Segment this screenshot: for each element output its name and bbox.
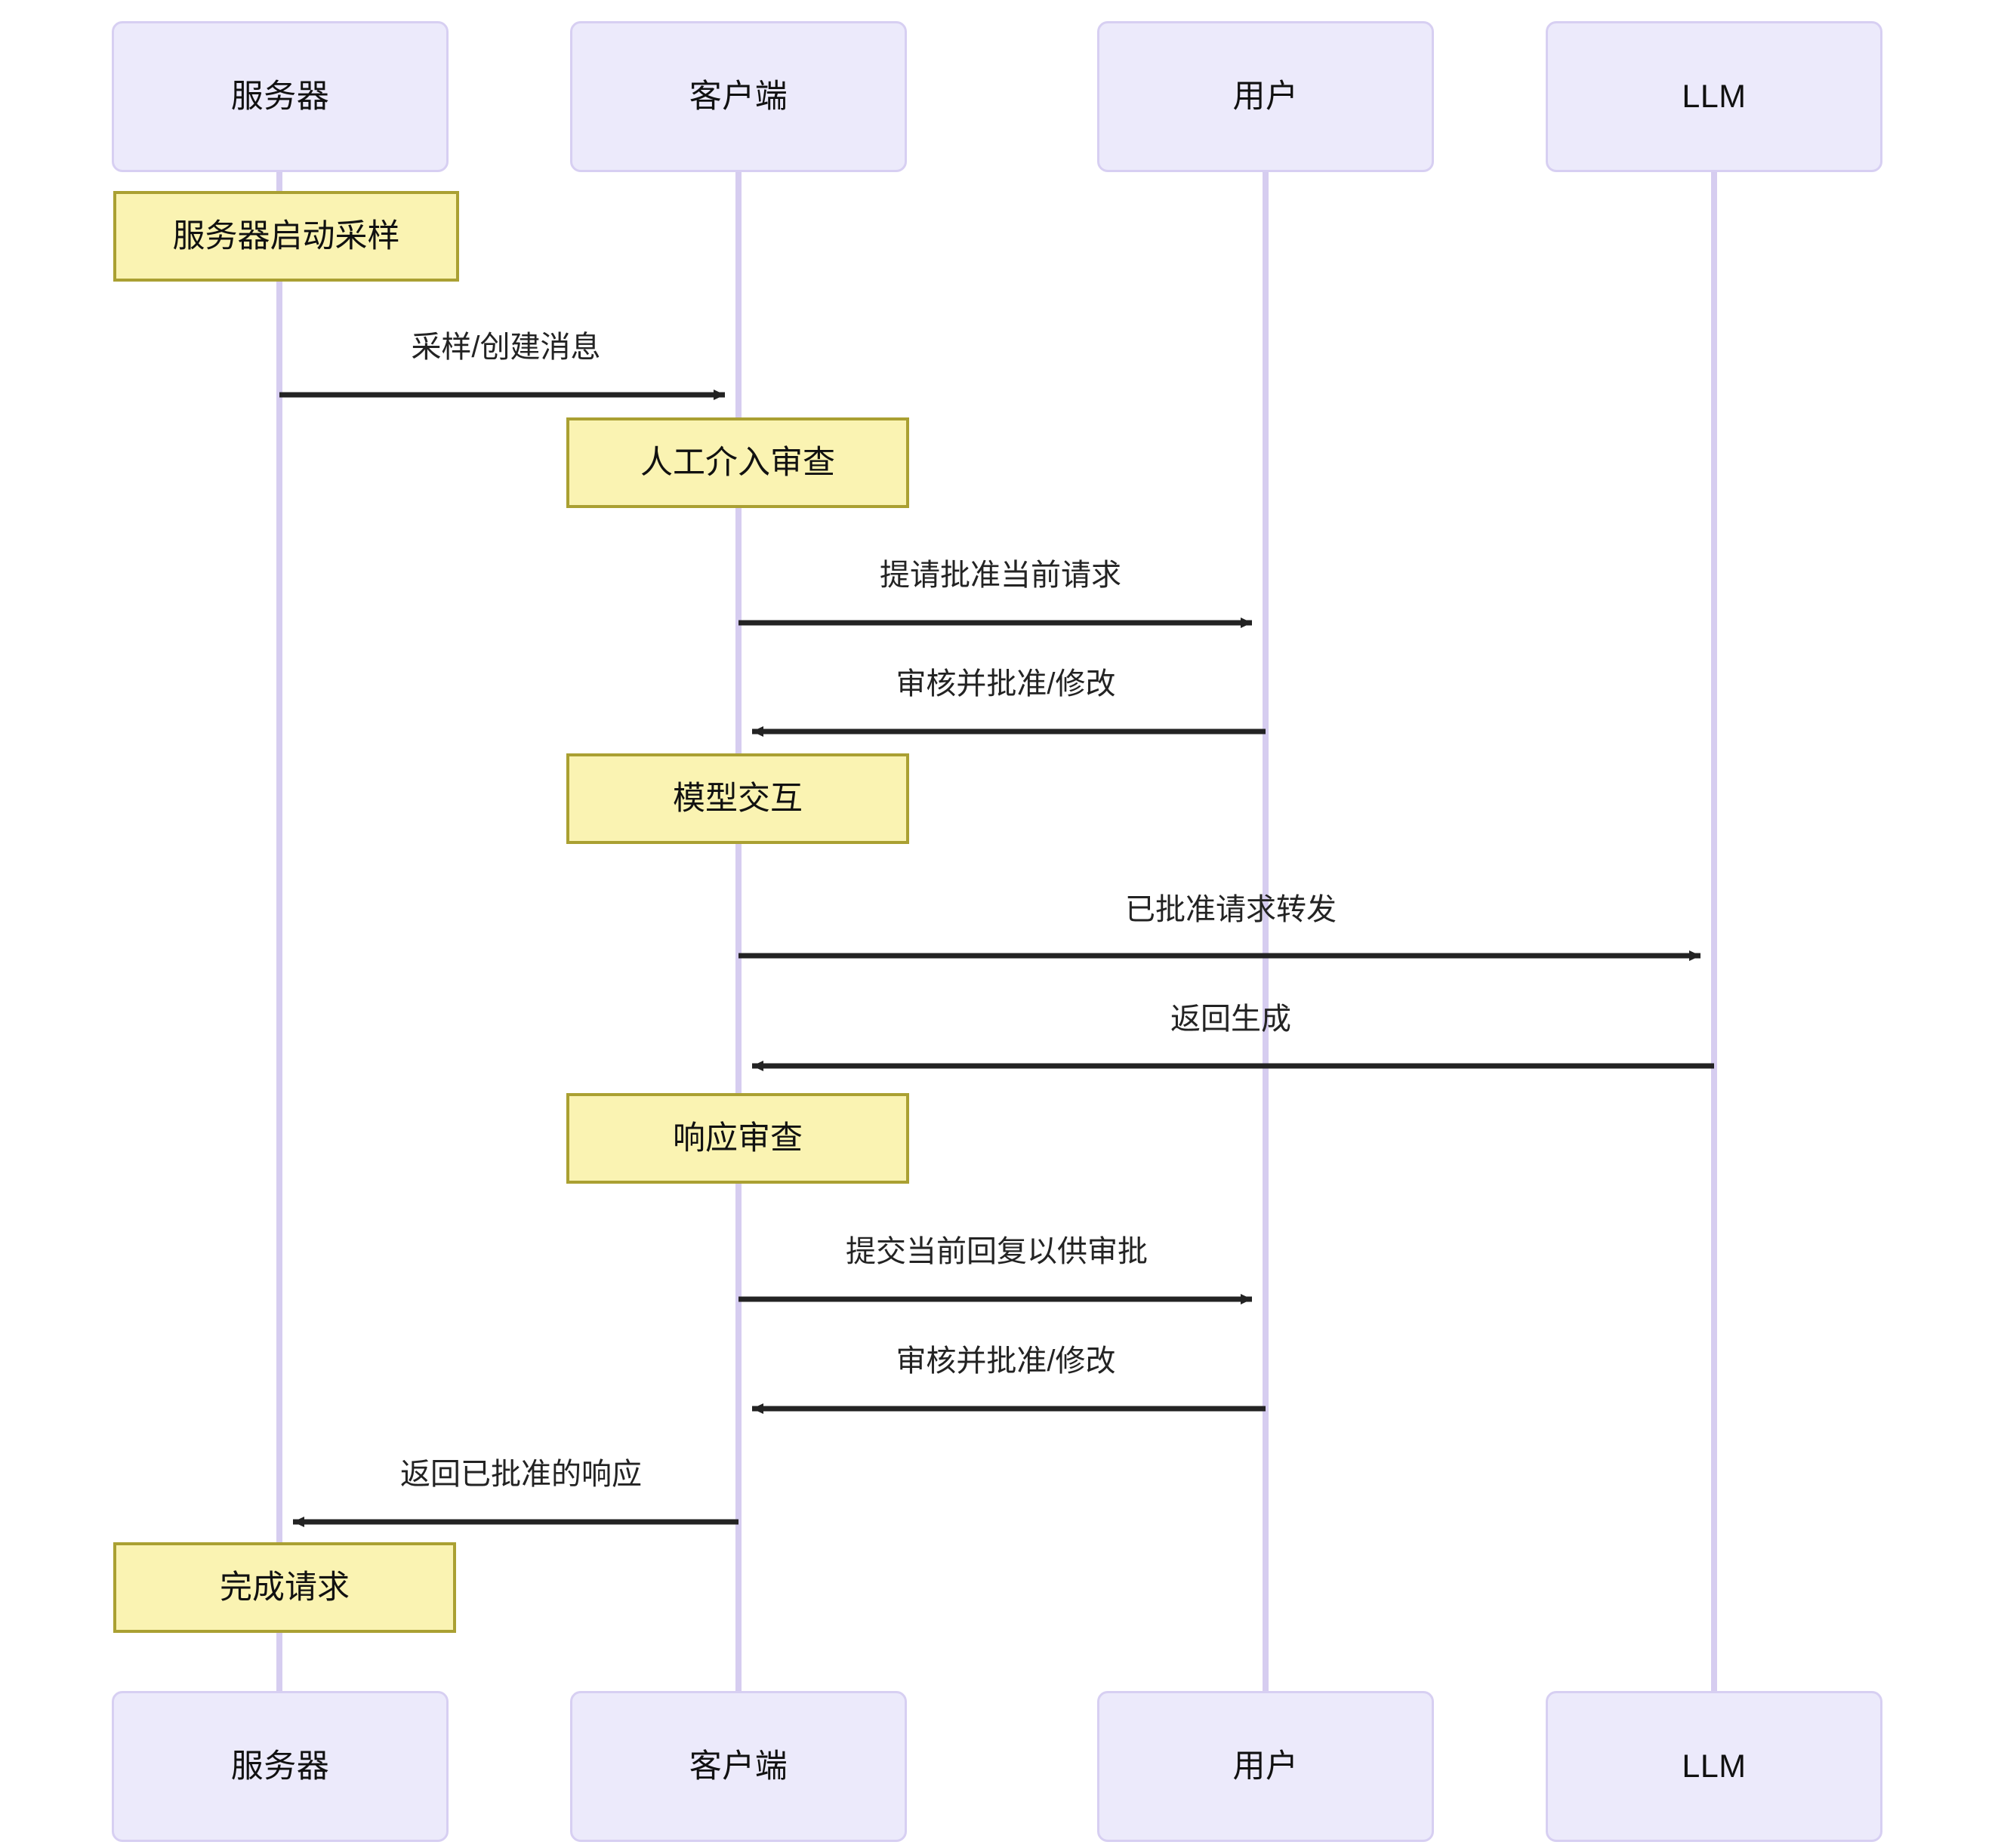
participant-client-top[interactable]: 客户端 [570, 21, 907, 172]
message-label-msg-6: 提交当前回复以供审批 [846, 1235, 1148, 1268]
participant-user-bottom[interactable]: 用户 [1097, 1691, 1434, 1842]
message-label-msg-2: 提请批准当前请求 [880, 559, 1121, 592]
participant-label: 服务器 [230, 78, 330, 115]
participant-label: 用户 [1232, 78, 1299, 115]
participant-label: 客户端 [689, 1748, 788, 1785]
participant-label: 用户 [1232, 1748, 1299, 1785]
message-label-msg-3: 审核并批准/修改 [896, 667, 1116, 701]
message-label-msg-5: 返回生成 [1170, 1003, 1291, 1036]
participant-label: LLM [1682, 1748, 1747, 1785]
participant-label: 客户端 [689, 78, 788, 115]
note-label: 人工介入审查 [640, 444, 835, 481]
note-model-interaction[interactable]: 模型交互 [566, 753, 909, 844]
note-complete-request[interactable]: 完成请求 [113, 1542, 456, 1633]
participant-server-top[interactable]: 服务器 [112, 21, 449, 172]
note-label: 模型交互 [673, 780, 803, 817]
message-label-msg-8: 返回已批准的响应 [400, 1458, 642, 1491]
participant-llm-bottom[interactable]: LLM [1546, 1691, 1882, 1842]
note-server-start[interactable]: 服务器启动采样 [113, 191, 459, 282]
participant-label: LLM [1682, 78, 1747, 115]
note-label: 服务器启动采样 [172, 217, 400, 254]
participant-llm-top[interactable]: LLM [1546, 21, 1882, 172]
message-arrows [279, 390, 1714, 1527]
message-label-msg-4: 已批准请求转发 [1125, 893, 1337, 926]
participant-server-bottom[interactable]: 服务器 [112, 1691, 449, 1842]
note-label: 完成请求 [220, 1569, 350, 1606]
participant-label: 服务器 [230, 1748, 330, 1785]
participant-client-bottom[interactable]: 客户端 [570, 1691, 907, 1842]
note-human-review[interactable]: 人工介入审查 [566, 417, 909, 508]
message-label-msg-1: 采样/创建消息 [411, 331, 601, 364]
message-label-msg-7: 审核并批准/修改 [896, 1344, 1116, 1378]
participant-user-top[interactable]: 用户 [1097, 21, 1434, 172]
note-label: 响应审查 [673, 1120, 803, 1157]
note-response-review[interactable]: 响应审查 [566, 1093, 909, 1184]
